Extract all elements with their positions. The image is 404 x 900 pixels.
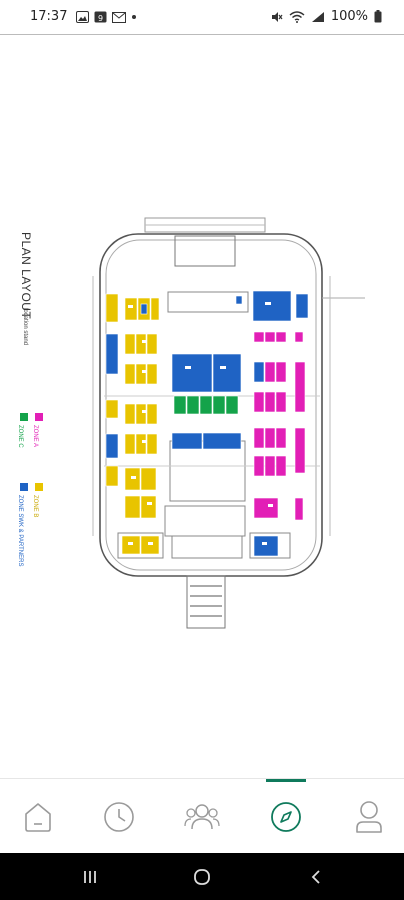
compass-icon [271, 801, 301, 832]
battery-percent: 100% [330, 9, 368, 24]
mute-icon [271, 11, 283, 22]
notification-icons: 9 [76, 11, 137, 23]
signal-icon [311, 11, 324, 22]
battery-icon [374, 10, 382, 23]
plan-subtitle: location stand [22, 308, 28, 345]
floor-plan-image[interactable]: PLAN LAYOUT location stand ZONE A ZONE C… [0, 36, 404, 776]
clock-icon [104, 801, 134, 832]
floor-plan-viewer[interactable]: PLAN LAYOUT location stand ZONE A ZONE C… [0, 36, 404, 776]
home-system-button[interactable] [172, 863, 232, 891]
legend-label-zone-partners: ZONE SWK & PARTNERS [17, 495, 23, 566]
legend-label-zone-a: ZONE A [32, 425, 38, 447]
system-status: 100% [271, 9, 382, 24]
legend-swatch-zone-b [35, 483, 43, 491]
wifi-icon [289, 10, 305, 23]
calendar-icon: 9 [94, 11, 107, 23]
system-navigation-bar [0, 853, 404, 900]
zone-partners-booths[interactable] [105, 290, 309, 557]
recents-button[interactable] [60, 863, 120, 891]
gmail-icon [112, 11, 126, 23]
legend-swatch-zone-c [20, 413, 28, 421]
zone-c-booths[interactable] [173, 395, 239, 415]
legend-label-zone-b: ZONE B [32, 495, 38, 517]
plan-title: PLAN LAYOUT [19, 232, 33, 319]
home-circle-icon [194, 869, 210, 885]
svg-text:9: 9 [98, 14, 103, 23]
back-icon [311, 870, 320, 884]
dot-icon [132, 15, 136, 19]
nav-community[interactable] [162, 779, 242, 854]
nav-home[interactable] [0, 779, 78, 854]
clock-time: 17:37 [30, 9, 68, 24]
legend: ZONE A ZONE C ZONE B ZONE SWK & PARTNERS [17, 413, 43, 566]
home-icon [25, 802, 51, 832]
bottom-navigation [0, 778, 404, 854]
legend-swatch-zone-partners [20, 483, 28, 491]
nav-history[interactable] [79, 779, 159, 854]
booth-label-marks [128, 302, 273, 545]
person-icon [356, 800, 382, 833]
recents-icon [84, 871, 96, 883]
zone-a-booths[interactable] [253, 331, 306, 521]
back-button[interactable] [286, 863, 346, 891]
nav-profile[interactable] [329, 779, 404, 854]
active-tab-indicator [266, 779, 306, 782]
legend-label-zone-c: ZONE C [17, 425, 23, 448]
legend-swatch-zone-a [35, 413, 43, 421]
nav-explore[interactable] [246, 779, 326, 854]
gallery-icon [76, 11, 89, 23]
status-bar: 17:37 9 100% [0, 0, 404, 34]
header-divider [0, 34, 404, 35]
zone-b-booths[interactable] [105, 293, 160, 555]
people-icon [184, 803, 220, 829]
